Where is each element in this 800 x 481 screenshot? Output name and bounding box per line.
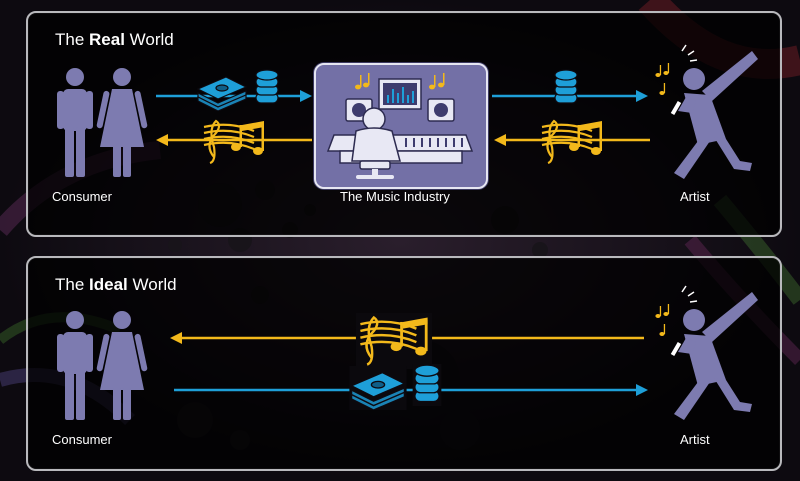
real-world-panel: The Real World — [26, 11, 782, 237]
coin-stack-icon — [554, 69, 578, 104]
money-flow-arrow — [174, 384, 648, 396]
artist-label: Artist — [680, 189, 710, 204]
consumer-label: Consumer — [52, 189, 112, 204]
music-industry-studio — [314, 63, 488, 189]
studio-mixer-icon — [326, 73, 474, 179]
coin-stack-icon — [255, 69, 279, 104]
music-flow-arrow — [156, 134, 312, 146]
coin-stack-icon — [412, 364, 442, 406]
artist-label: Artist — [680, 432, 710, 447]
ideal-world-title: The Ideal World — [55, 275, 177, 294]
consumer-couple-icon — [57, 68, 148, 177]
singer-icon — [655, 285, 758, 420]
consumer-label: Consumer — [52, 432, 112, 447]
music-industry-label: The Music Industry — [340, 189, 450, 204]
real-world-title: The Real World — [55, 30, 174, 49]
consumer-couple-icon — [57, 311, 148, 420]
music-notes-icon — [355, 313, 433, 369]
money-stack-icon — [196, 76, 248, 111]
singer-icon — [655, 44, 758, 179]
music-notes-icon — [541, 119, 602, 165]
money-stack-icon — [349, 366, 407, 410]
music-flow-arrow — [494, 134, 650, 146]
music-notes-icon — [203, 119, 264, 165]
ideal-world-panel: The Ideal World — [26, 256, 782, 471]
